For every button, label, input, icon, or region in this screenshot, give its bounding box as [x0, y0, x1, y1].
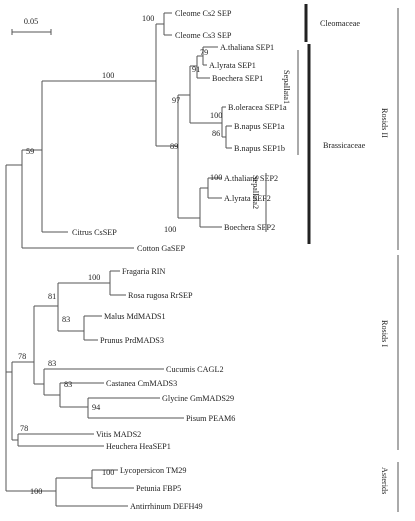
leaf-label: Petunia FBP5 [136, 484, 181, 493]
leaf-label: A.thaliana SEP1 [220, 43, 274, 52]
leaf-label: Glycine GmMADS29 [162, 394, 234, 403]
leaf-label: B.napus SEP1a [234, 122, 285, 131]
bootstrap-value: 100 [210, 173, 222, 182]
group-label-rosids2: Rosids II [380, 108, 389, 138]
bootstrap-value: 83 [62, 315, 70, 324]
leaf-label: Fragaria RIN [122, 267, 166, 276]
leaf-label: Malus MdMADS1 [104, 312, 166, 321]
group-label-sepallata2: Sepallata2 [251, 175, 260, 209]
bootstrap-value: 83 [48, 359, 56, 368]
bootstrap-value: 100 [142, 14, 154, 23]
leaf-label: B.napus SEP1b [234, 144, 285, 153]
bootstrap-value: 100 [30, 487, 42, 496]
bootstrap-value: 78 [18, 352, 26, 361]
scale-bar: 0.05 [11, 17, 52, 35]
leaf-label: Prunus PrdMADS3 [100, 336, 164, 345]
group-label-rosids1: Rosids I [380, 320, 389, 347]
bootstrap-value: 100 [102, 71, 114, 80]
bootstrap-value: 79 [200, 48, 208, 57]
bootstrap-value: 59 [26, 147, 34, 156]
bootstrap-value: 100 [88, 273, 100, 282]
leaf-label: Cleome Cs3 SEP [175, 31, 232, 40]
bootstrap-value: 81 [48, 292, 56, 301]
group-label-cleomaceae: Cleomaceae [320, 19, 360, 28]
bootstrap-value: 91 [192, 65, 200, 74]
leaf-label: Cleome Cs2 SEP [175, 9, 232, 18]
group-label-asterids: Asterids [380, 467, 389, 494]
leaf-label: Vitis MADS2 [96, 430, 141, 439]
bootstrap-value: 94 [92, 403, 100, 412]
leaf-label: Pisum PEAM6 [186, 414, 235, 423]
leaf-label: A.thaliana SEP2 [224, 174, 278, 183]
leaf-label: A.lyrata SEP2 [224, 194, 271, 203]
group-label-brassicaceae: Brassicaceae [323, 141, 366, 150]
leaf-label: Lycopersicon TM29 [120, 466, 186, 475]
scale-bar-label: 0.05 [24, 17, 38, 26]
leaf-label: Cotton GaSEP [137, 244, 185, 253]
bootstrap-value: 86 [212, 129, 220, 138]
bootstrap-value: 78 [20, 424, 28, 433]
leaf-label: A.lyrata SEP1 [209, 61, 256, 70]
bootstrap-value: 100 [210, 111, 222, 120]
leaf-label: Cucumis CAGL2 [166, 365, 224, 374]
leaf-label: Citrus CsSEP [72, 228, 117, 237]
leaf-label: B.oleracea SEP1a [228, 103, 287, 112]
leaf-label: Boechera SEP1 [212, 74, 263, 83]
leaf-label: Rosa rugosa RrSEP [128, 291, 193, 300]
leaf-labels: Cleome Cs2 SEP Cleome Cs3 SEP A.thaliana… [72, 9, 287, 511]
bootstrap-value: 89 [170, 142, 178, 151]
leaf-label: Boechera SEP2 [224, 223, 275, 232]
bootstrap-value: 97 [172, 96, 180, 105]
bootstrap-value: 100 [102, 468, 114, 477]
bootstrap-value: 100 [164, 225, 176, 234]
leaf-label: Heuchera HeaSEP1 [106, 442, 171, 451]
group-label-sepallata1: Sepallata1 [282, 70, 291, 104]
bootstrap-value: 83 [64, 380, 72, 389]
bootstrap-values: 100 79 91 100 86 97 100 100 89 100 59 10… [18, 14, 222, 496]
group-brackets: Cleomaceae Brassicaceae Sepallata1 Sepal… [251, 4, 399, 512]
leaf-label: Antirrhinum DEFH49 [130, 502, 203, 511]
leaf-label: Castanea CmMADS3 [106, 379, 177, 388]
tree-branches [5, 12, 232, 507]
